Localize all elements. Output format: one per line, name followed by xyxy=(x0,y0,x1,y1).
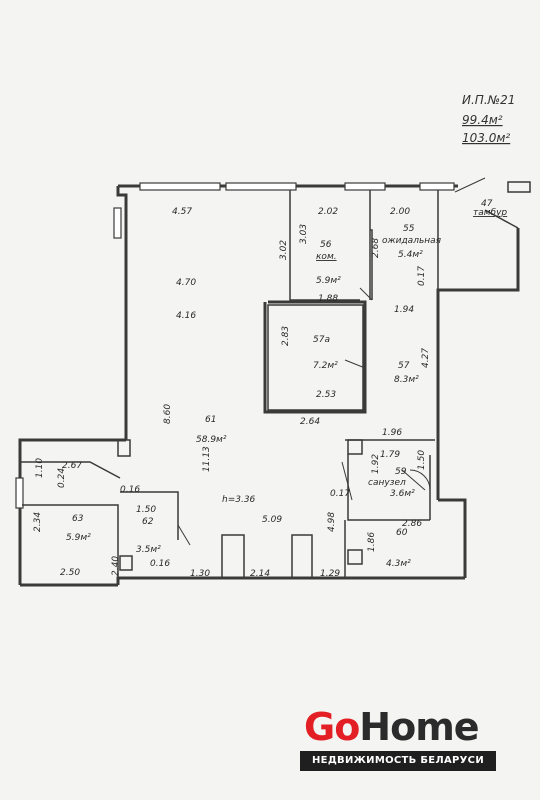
windows xyxy=(15,182,455,509)
dimension-label: 5.09 xyxy=(262,515,282,525)
room-59-name: санузел xyxy=(368,478,406,488)
room-59-area: 3.6м² xyxy=(390,489,415,499)
room-62-area: 3.5м² xyxy=(136,545,161,555)
room-47-name: тамбур xyxy=(473,208,507,218)
dimension-label: 1.30 xyxy=(190,569,210,579)
room-labels: 47 тамбур 55 ожидальная 5.4м² 56 ком. 5.… xyxy=(66,199,507,569)
dimension-label: 1.50 xyxy=(136,505,156,515)
dimension-label: 3.03 xyxy=(299,224,309,244)
dimension-label: 4.70 xyxy=(176,278,196,288)
room-55-area: 5.4м² xyxy=(398,250,423,260)
room-62-number: 62 xyxy=(142,517,154,527)
vestibule-wall xyxy=(484,209,519,229)
dimension-label: 4.27 xyxy=(421,348,431,368)
dimension-label: 2.67 xyxy=(62,461,82,471)
dimension-label: 2.14 xyxy=(250,569,270,579)
room-60-number: 60 xyxy=(396,528,408,538)
room-63-area: 5.9м² xyxy=(66,533,91,543)
logo-home: Home xyxy=(359,705,479,749)
dimension-label: 1.50 xyxy=(417,450,427,470)
room-47-number: 47 xyxy=(481,199,493,209)
dimension-label: 1.92 xyxy=(371,454,381,474)
plan-id: И.П.№21 xyxy=(462,93,515,107)
room-57-area: 8.3м² xyxy=(394,375,419,385)
dimension-label: 0.17 xyxy=(417,266,427,286)
room-56-area: 5.9м² xyxy=(316,276,341,286)
dimension-label: 2.40 xyxy=(111,556,121,576)
room-57a-number: 57а xyxy=(313,335,330,345)
logo-go: Go xyxy=(304,705,360,749)
room-57a-area: 7.2м² xyxy=(313,361,338,371)
dimension-label: 2.64 xyxy=(300,417,320,427)
dimension-label: 4.57 xyxy=(172,207,192,217)
room-56-number: 56 xyxy=(320,240,332,250)
dimension-label: 8.60 xyxy=(163,404,173,424)
dimension-label: 1.79 xyxy=(380,450,400,460)
room-61-area: 58.9м² xyxy=(196,435,227,445)
dimension-label: 1.86 xyxy=(367,532,377,552)
area-total-2: 103.0м² xyxy=(462,131,510,145)
dimension-label: 1.96 xyxy=(382,428,402,438)
dimension-label: 1.94 xyxy=(394,305,414,315)
dimension-label: 2.02 xyxy=(318,207,338,217)
logo-tagline: НЕДВИЖИМОСТЬ БЕЛАРУСИ xyxy=(300,751,496,771)
window xyxy=(113,207,122,239)
dimension-label: 2.53 xyxy=(316,390,336,400)
dimension-label: 4.98 xyxy=(327,512,337,532)
dimension-label: 0.17 xyxy=(330,489,350,499)
dimension-label: 2.83 xyxy=(281,326,291,346)
area-total-1: 99.4м² xyxy=(462,113,503,127)
dimension-label: 2.86 xyxy=(402,519,422,529)
dimension-label: 0.24 xyxy=(57,468,67,488)
room-56-name: ком. xyxy=(316,252,337,262)
logo-wordmark: GoHome xyxy=(304,705,480,749)
dimension-label: 2.00 xyxy=(390,207,410,217)
room-55-number: 55 xyxy=(403,224,415,234)
dimension-label: 1.29 xyxy=(320,569,340,579)
dimension-label: 4.16 xyxy=(176,311,196,321)
gohome-logo: GoHome НЕДВИЖИМОСТЬ БЕЛАРУСИ xyxy=(300,705,500,775)
room-63-number: 63 xyxy=(72,514,84,524)
interior-walls xyxy=(20,190,435,578)
room-59-number: 59 xyxy=(395,467,407,477)
dimension-labels: 4.57 2.02 2.00 3.03 3.02 2.68 0.17 4.70 … xyxy=(33,207,431,579)
dimension-label: 1.10 xyxy=(35,458,45,478)
window xyxy=(15,477,24,509)
room-55-name: ожидальная xyxy=(382,236,442,246)
window xyxy=(419,182,455,191)
dimension-label: 0.16 xyxy=(120,485,140,495)
dimension-label: 11.13 xyxy=(202,446,212,472)
window xyxy=(139,182,221,191)
window xyxy=(344,182,386,191)
dimension-label: 1.88 xyxy=(318,294,338,304)
dimension-label: 2.68 xyxy=(371,238,381,258)
dimension-label: 0.16 xyxy=(150,559,170,569)
dimension-label: 2.50 xyxy=(60,568,80,578)
doors xyxy=(177,177,486,546)
room-57-number: 57 xyxy=(398,361,410,371)
room-60-area: 4.3м² xyxy=(386,559,411,569)
dimension-label: 3.02 xyxy=(279,240,289,260)
window xyxy=(225,182,297,191)
dimension-label: 2.34 xyxy=(33,512,43,532)
room-61-number: 61 xyxy=(205,415,216,425)
room-61-height: h=3.36 xyxy=(222,495,256,505)
